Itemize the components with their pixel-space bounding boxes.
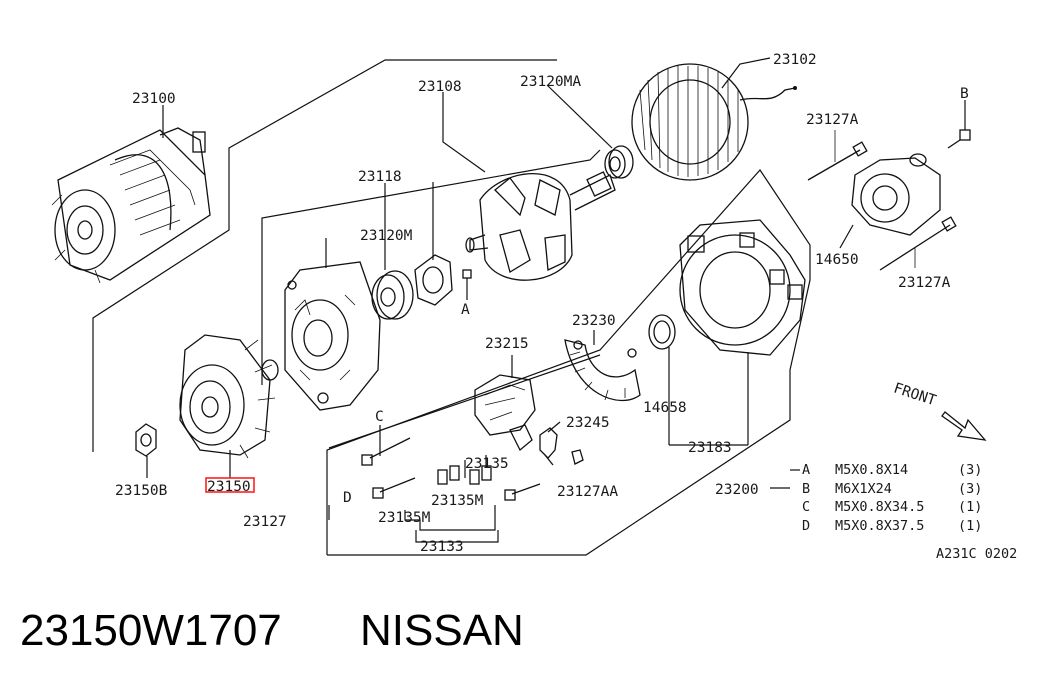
- label-23127A-top[interactable]: 23127A: [806, 112, 859, 128]
- label-23127[interactable]: 23127: [243, 514, 287, 530]
- spec-key-c: C: [802, 499, 810, 515]
- label-23230[interactable]: 23230: [572, 313, 616, 329]
- label-23120M[interactable]: 23120M: [360, 228, 413, 244]
- label-14650[interactable]: 14650: [815, 252, 859, 268]
- brushes-23135[interactable]: [437, 455, 492, 485]
- rectifier-23230[interactable]: [564, 339, 641, 402]
- nut-23150B[interactable]: [135, 423, 157, 478]
- screw-23127AA[interactable]: [504, 483, 541, 501]
- label-23127A-bottom[interactable]: 23127A: [898, 275, 951, 291]
- label-23135M-a[interactable]: 23135M: [431, 493, 484, 509]
- label-23183[interactable]: 23183: [688, 440, 732, 456]
- alternator-assembly-23100[interactable]: [51, 127, 211, 284]
- spec-qty-d: (1): [958, 518, 982, 534]
- spec-size-a: M5X0.8X14: [835, 462, 908, 478]
- screw-C[interactable]: [361, 425, 411, 466]
- label-23135M-b[interactable]: 23135M: [378, 510, 431, 526]
- label-23108[interactable]: 23108: [418, 79, 462, 95]
- rear-cover-14650[interactable]: [839, 153, 941, 249]
- through-bolt-23127A-bottom[interactable]: [879, 216, 957, 271]
- screw-A-1[interactable]: [462, 269, 472, 300]
- label-23150[interactable]: 23150: [207, 479, 251, 495]
- spec-size-b: M6X1X24: [835, 481, 892, 497]
- spec-qty-c: (1): [958, 499, 982, 515]
- spec-qty-a: (3): [958, 462, 982, 478]
- label-C[interactable]: C: [375, 409, 384, 425]
- label-23245[interactable]: 23245: [566, 415, 610, 431]
- label-14658[interactable]: 14658: [643, 400, 687, 416]
- stator-23102[interactable]: [631, 63, 797, 181]
- label-D[interactable]: D: [343, 490, 352, 506]
- through-bolt-23127A-top[interactable]: [807, 130, 868, 181]
- spec-key-a: A: [802, 462, 810, 478]
- leader-lines: [162, 57, 800, 543]
- spec-key-b: B: [802, 481, 810, 497]
- spec-qty-b: (3): [958, 481, 982, 497]
- bearing-23120MA[interactable]: [604, 145, 634, 179]
- terminal-23245[interactable]: [509, 424, 584, 466]
- rear-housing-23183[interactable]: [679, 219, 806, 408]
- label-front: FRONT: [891, 381, 938, 410]
- front-housing-23118[interactable]: [284, 261, 381, 411]
- label-23118[interactable]: 23118: [358, 169, 402, 185]
- label-23127AA[interactable]: 23127AA: [557, 484, 618, 500]
- diagram-code: A231C 0202: [936, 546, 1017, 562]
- retainer-plate[interactable]: [414, 254, 453, 306]
- screw-D[interactable]: [372, 477, 416, 499]
- bearing-23120M[interactable]: [371, 270, 414, 320]
- label-23150B[interactable]: 23150B: [115, 483, 168, 499]
- caption-brand: NISSAN: [360, 606, 524, 655]
- highlight-box-23150: [205, 477, 255, 493]
- regulator-23215[interactable]: [474, 355, 536, 436]
- label-A[interactable]: A: [461, 302, 470, 318]
- label-23102[interactable]: 23102: [773, 52, 817, 68]
- label-23200[interactable]: 23200: [715, 482, 759, 498]
- spec-size-d: M5X0.8X37.5: [835, 518, 924, 534]
- seal-ring-14658[interactable]: [648, 314, 676, 445]
- part-labels: 23100 23108 23120MA 23102 23118 23120M A…: [115, 52, 969, 555]
- spec-key-d: D: [802, 518, 810, 534]
- label-23133[interactable]: 23133: [420, 539, 464, 555]
- label-23135[interactable]: 23135: [465, 456, 509, 472]
- label-B[interactable]: B: [960, 86, 969, 102]
- front-arrow-icon: [941, 411, 987, 441]
- spec-size-c: M5X0.8X34.5: [835, 499, 924, 515]
- label-23215[interactable]: 23215: [485, 336, 529, 352]
- boundary-lines: [92, 59, 811, 556]
- bolt-spec-table: A M5X0.8X14 (3) B M6X1X24 (3) C M5X0.8X3…: [802, 462, 982, 534]
- bolt-B[interactable]: [947, 100, 971, 149]
- rotor-23108[interactable]: [465, 171, 616, 281]
- caption-part-number: 23150W1707: [20, 606, 282, 655]
- spacer-collar[interactable]: [261, 359, 279, 381]
- pulley-23150[interactable]: [179, 334, 276, 478]
- label-23100[interactable]: 23100: [132, 91, 176, 107]
- label-23120MA[interactable]: 23120MA: [520, 74, 581, 90]
